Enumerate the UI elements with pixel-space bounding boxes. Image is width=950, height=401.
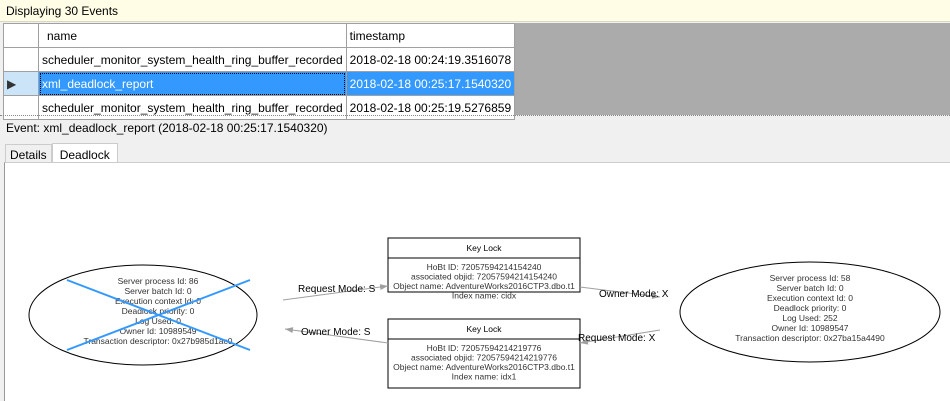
node-text-line: Deadlock priority: 0 xyxy=(122,306,195,316)
tab-details[interactable]: Details xyxy=(5,144,52,165)
edge-label: Request Mode: S xyxy=(298,284,376,295)
node-text-line: Execution context Id: 0 xyxy=(767,293,853,303)
node-text-line: Transaction descriptor: 0x27ba15a4490 xyxy=(735,333,885,343)
node-text-line: Object name: AdventureWorks2016CTP3.dbo.… xyxy=(393,362,575,372)
edge-arrow xyxy=(579,286,661,299)
event-label: Event: xml_deadlock_report (2018-02-18 0… xyxy=(6,121,328,135)
node-text-line: Server batch Id: 0 xyxy=(124,286,191,296)
column-header-timestamp[interactable]: timestamp xyxy=(345,23,516,48)
node-text-line: Server process Id: 58 xyxy=(770,273,851,283)
node-text-line: associated objid: 72057594214154240 xyxy=(411,272,557,282)
node-text-line: Log Used: 0 xyxy=(135,316,181,326)
node-text-line: Index name: cidx xyxy=(452,291,517,301)
node-text-line: Server process Id: 86 xyxy=(118,276,199,286)
node-text-line: HoBt ID: 72057594214219776 xyxy=(427,343,542,353)
edge-label: Request Mode: X xyxy=(578,333,656,344)
node-text-line: Owner Id: 10989547 xyxy=(771,323,848,333)
tab-deadlock[interactable]: Deadlock xyxy=(51,143,118,166)
node-text-line: Transaction descriptor: 0x27b985d1ac0 xyxy=(84,336,233,346)
edge-arrow xyxy=(284,327,389,344)
node-text-line: Index name: idx1 xyxy=(452,372,517,382)
node-text-line: associated objid: 72057594214219776 xyxy=(411,353,557,363)
lock-title: Key Lock xyxy=(467,324,503,334)
lock-title: Key Lock xyxy=(467,243,503,253)
node-text-line: Log Used: 252 xyxy=(782,313,838,323)
node-text-line: Execution context Id: 0 xyxy=(115,296,201,306)
edge-arrow xyxy=(579,329,661,345)
table-row[interactable]: scheduler_monitor_system_health_ring_buf… xyxy=(3,47,516,72)
events-count-header: Displaying 30 Events xyxy=(0,0,950,22)
edge-label: Owner Mode: X xyxy=(599,289,669,300)
edge-label: Owner Mode: S xyxy=(301,327,371,338)
edge-arrow xyxy=(282,284,389,301)
victim-cross-line xyxy=(66,279,251,351)
node-text-line: HoBt ID: 72057594214154240 xyxy=(427,262,542,272)
splitter[interactable] xyxy=(0,115,950,119)
node-text-line: Server batch Id: 0 xyxy=(776,283,843,293)
node-text-line: Object name: AdventureWorks2016CTP3.dbo.… xyxy=(393,281,575,291)
node-text-line: Owner Id: 10989549 xyxy=(119,326,196,336)
node-text-line: Deadlock priority: 0 xyxy=(774,303,847,313)
